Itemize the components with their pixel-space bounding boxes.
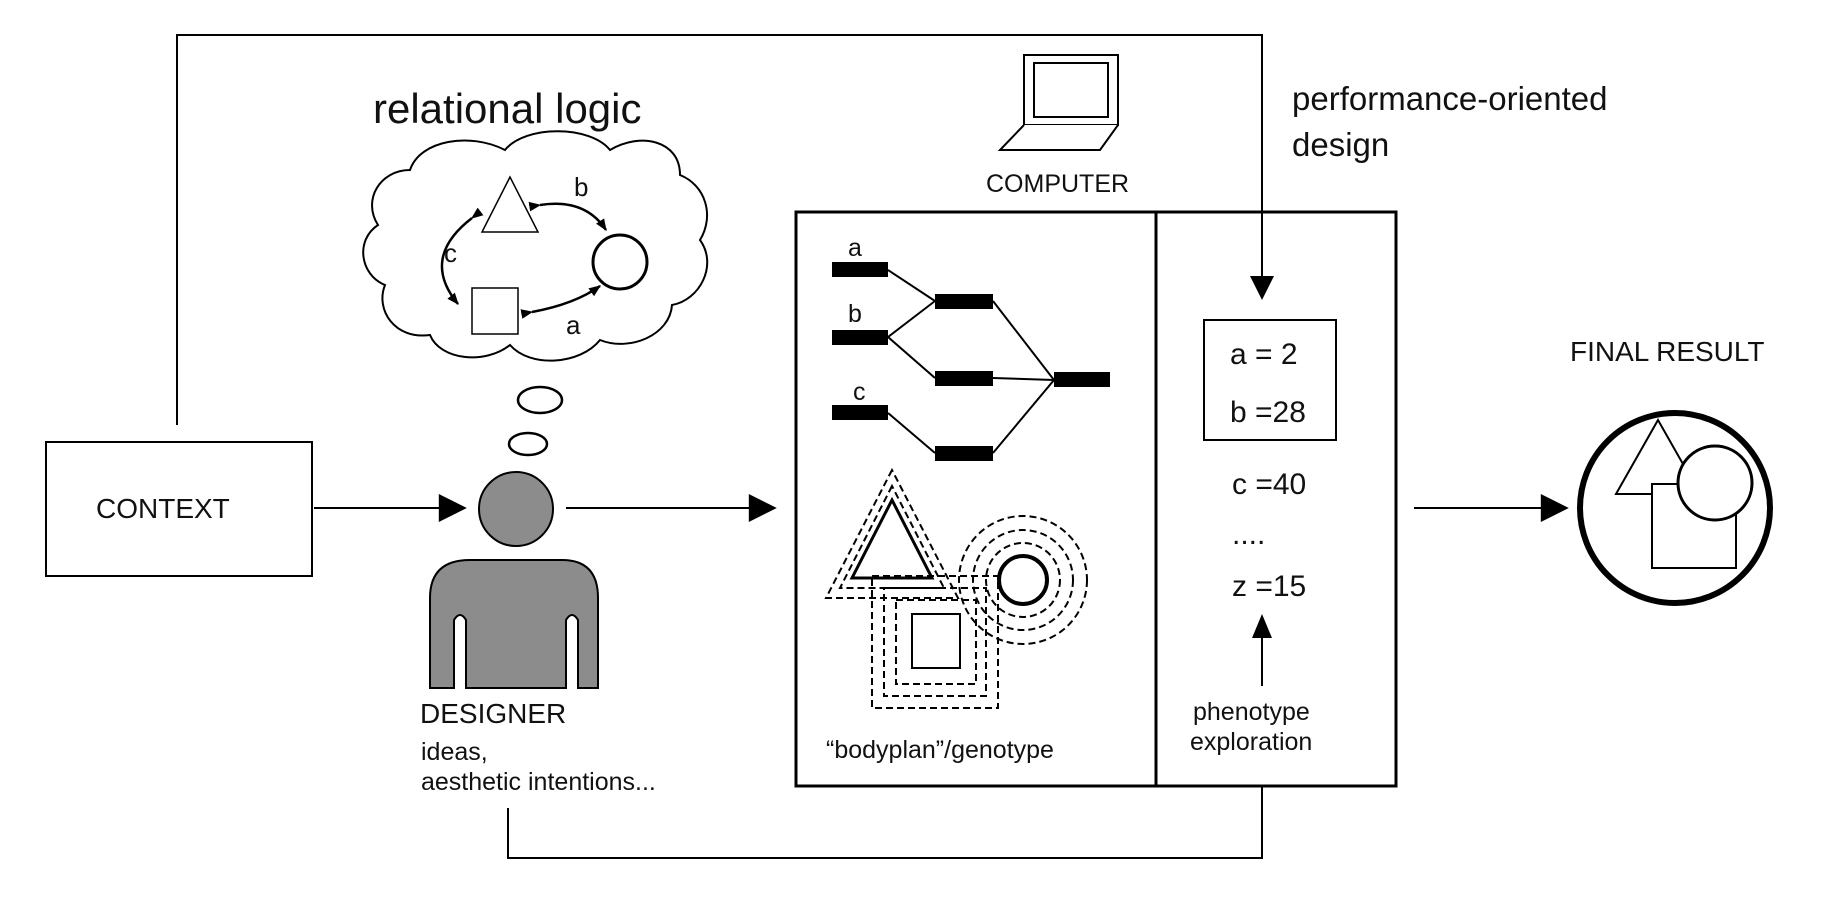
param-list-1: c =40 [1232, 468, 1307, 501]
genotype-node-c [832, 405, 888, 420]
genotype-tree [887, 269, 1055, 454]
thought-triangle [480, 175, 540, 233]
thought-square [471, 287, 519, 335]
genotype-node-mid-3 [935, 446, 993, 461]
thought-circle [591, 233, 649, 291]
relation-b-label: b [574, 172, 589, 202]
computer-icon [997, 54, 1119, 151]
phenotype-caption-line1: phenotype [1193, 698, 1310, 726]
thought-cloud [362, 130, 709, 362]
performance-title-line1: performance-oriented [1292, 80, 1608, 117]
genotype-input-label-c: c [853, 378, 866, 406]
bodyplan-triangle [824, 467, 960, 599]
computer-box [794, 210, 1398, 788]
parameter-box [1203, 319, 1337, 441]
param-boxed-2: b =28 [1230, 396, 1306, 429]
param-boxed-1: a = 2 [1230, 338, 1298, 371]
phenotype-up-arrow-head [1252, 614, 1272, 638]
genotype-node-mid-1 [935, 294, 993, 309]
final-result-label: FINAL RESULT [1570, 336, 1765, 367]
param-list-3: z =15 [1232, 570, 1307, 603]
bodyplan-circle [958, 515, 1088, 645]
context-to-performance-line [176, 34, 1263, 425]
designer-label: DESIGNER [420, 698, 567, 729]
bodyplan-square [871, 575, 999, 709]
genotype-node-mid-2 [935, 371, 993, 386]
relational-logic-title: relational logic [373, 85, 642, 132]
relation-b-arrow [528, 201, 608, 232]
genotype-caption: “bodyplan”/genotype [826, 736, 1054, 764]
designer-ideas-line2: aesthetic intentions... [421, 768, 656, 796]
context-box [45, 441, 313, 577]
thought-bubble-large [516, 385, 564, 415]
genotype-input-label-b: b [848, 300, 862, 328]
relation-a-arrow [520, 284, 601, 319]
relation-a-label: a [566, 310, 581, 340]
computer-label: COMPUTER [986, 170, 1130, 198]
performance-title-line2: design [1292, 126, 1390, 163]
genotype-input-label-a: a [848, 234, 862, 262]
performance-arrow-head [1250, 276, 1274, 300]
param-list-2: .... [1232, 518, 1266, 551]
genotype-node-output [1054, 372, 1110, 387]
designer-body [429, 559, 599, 689]
context-label: CONTEXT [96, 493, 230, 524]
phenotype-caption-line2: exploration [1190, 728, 1313, 756]
designer-ideas-line1: ideas, [421, 738, 488, 766]
phenotype-to-designer-line [507, 786, 1263, 859]
genotype-node-b [832, 330, 888, 345]
designer-head [478, 471, 554, 547]
relation-c-label: c [444, 238, 457, 268]
relation-c-arrow [440, 207, 484, 305]
genotype-node-a [832, 262, 888, 277]
thought-bubble-small [507, 431, 549, 457]
final-result-inner-circle [1676, 444, 1754, 522]
